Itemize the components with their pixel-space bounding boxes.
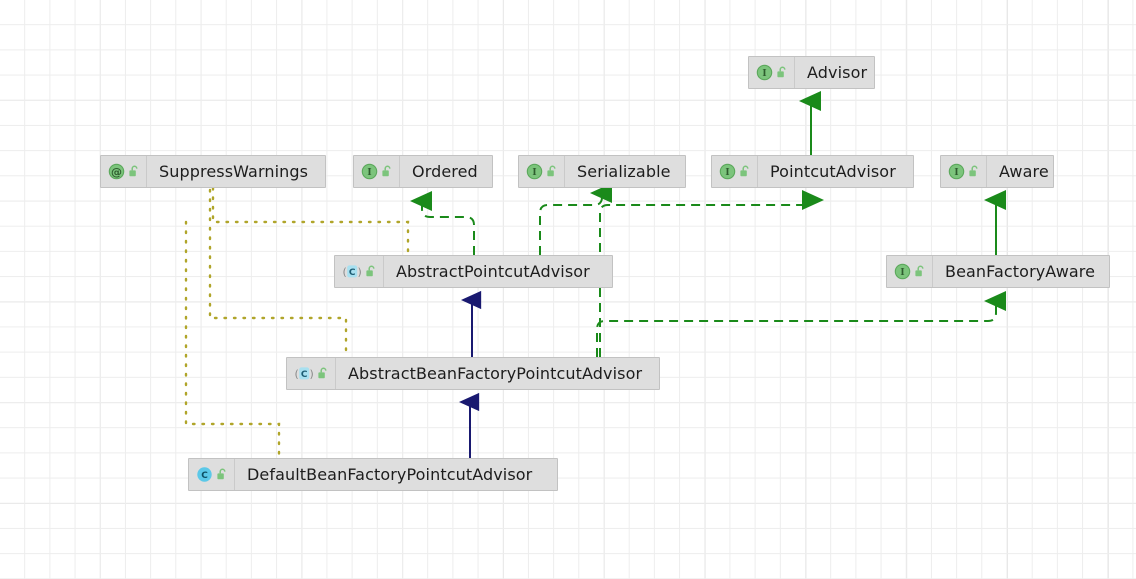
node-ordered[interactable]: I Ordered	[353, 155, 493, 188]
unlocked-icon	[317, 367, 329, 380]
edge-abstractbeanfactorypointcutadvisor-to-beanfactoryaware	[596, 291, 1006, 357]
svg-text:@: @	[111, 165, 122, 178]
unlocked-icon	[739, 165, 751, 178]
edge-abstractpointcutadvisor-to-ordered	[410, 191, 475, 255]
svg-text:I: I	[367, 168, 371, 178]
node-pointcutadvisor[interactable]: I PointcutAdvisor	[711, 155, 914, 188]
edge-suppresswarnings-to-abstractbeanfactorypointcutadvisor	[208, 188, 348, 356]
svg-text:(: (	[294, 368, 298, 381]
svg-text:I: I	[725, 168, 729, 178]
node-label: Ordered	[412, 162, 478, 181]
interface-icon: I	[948, 163, 965, 180]
node-abstractbeanfactorypointcutadvisor[interactable]: ( C ) AbstractBeanFactoryPointcutAdvisor	[286, 357, 660, 390]
abstract-class-icon: ( C )	[342, 263, 362, 280]
node-defaultbeanfactorypointcutadvisor[interactable]: C DefaultBeanFactoryPointcutAdvisor	[188, 458, 558, 491]
edge-abstractbeanfactorypointcutadvisor-to-pointcutadvisor	[599, 190, 824, 357]
node-icon-group: I	[887, 256, 933, 287]
edge-suppresswarnings-to-defaultbeanfactorypointcutadvisor	[184, 220, 281, 458]
unlocked-icon	[381, 165, 393, 178]
interface-icon: I	[526, 163, 543, 180]
interface-icon: I	[361, 163, 378, 180]
svg-text:(: (	[342, 266, 346, 279]
interface-icon: I	[756, 64, 773, 81]
svg-text:I: I	[954, 168, 958, 178]
unlocked-icon	[128, 165, 140, 178]
node-icon-group: I	[519, 156, 565, 187]
node-icon-group: I	[354, 156, 400, 187]
svg-text:): )	[357, 266, 361, 279]
node-abstractpointcutadvisor[interactable]: ( C ) AbstractPointcutAdvisor	[334, 255, 613, 288]
node-label: Advisor	[807, 63, 868, 82]
node-icon-group: I	[749, 57, 795, 88]
node-icon-group: I	[712, 156, 758, 187]
node-label: BeanFactoryAware	[945, 262, 1096, 281]
svg-text:I: I	[532, 168, 536, 178]
node-icon-group: ( C )	[287, 358, 336, 389]
svg-text:C: C	[201, 471, 208, 481]
node-icon-group: @	[101, 156, 147, 187]
svg-text:I: I	[762, 69, 766, 79]
node-label: Serializable	[577, 162, 671, 181]
svg-text:I: I	[900, 268, 904, 278]
node-label: Aware	[999, 162, 1049, 181]
svg-text:): )	[309, 368, 313, 381]
abstract-class-icon: ( C )	[294, 365, 314, 382]
node-beanfactoryaware[interactable]: I BeanFactoryAware	[886, 255, 1110, 288]
node-label: AbstractBeanFactoryPointcutAdvisor	[348, 364, 643, 383]
interface-icon: I	[894, 263, 911, 280]
node-icon-group: C	[189, 459, 235, 490]
node-label: PointcutAdvisor	[770, 162, 896, 181]
svg-text:C: C	[301, 370, 308, 380]
node-suppresswarnings[interactable]: @ SuppressWarnings	[100, 155, 326, 188]
node-label: DefaultBeanFactoryPointcutAdvisor	[247, 465, 533, 484]
unlocked-icon	[546, 165, 558, 178]
interface-icon: I	[719, 163, 736, 180]
unlocked-icon	[365, 265, 377, 278]
edge-abstractpointcutadvisor-to-serializable	[539, 183, 612, 255]
unlocked-icon	[914, 265, 926, 278]
node-aware[interactable]: I Aware	[940, 155, 1054, 188]
node-icon-group: ( C )	[335, 256, 384, 287]
node-icon-group: I	[941, 156, 987, 187]
unlocked-icon	[776, 66, 788, 79]
svg-text:C: C	[349, 268, 356, 278]
unlocked-icon	[968, 165, 980, 178]
node-advisor[interactable]: I Advisor	[748, 56, 875, 89]
node-label: SuppressWarnings	[159, 162, 309, 181]
annotation-icon: @	[108, 163, 125, 180]
node-serializable[interactable]: I Serializable	[518, 155, 686, 188]
unlocked-icon	[216, 468, 228, 481]
node-label: AbstractPointcutAdvisor	[396, 262, 590, 281]
class-icon: C	[196, 466, 213, 483]
edge-suppresswarnings-to-abstractpointcutadvisor	[211, 186, 410, 254]
